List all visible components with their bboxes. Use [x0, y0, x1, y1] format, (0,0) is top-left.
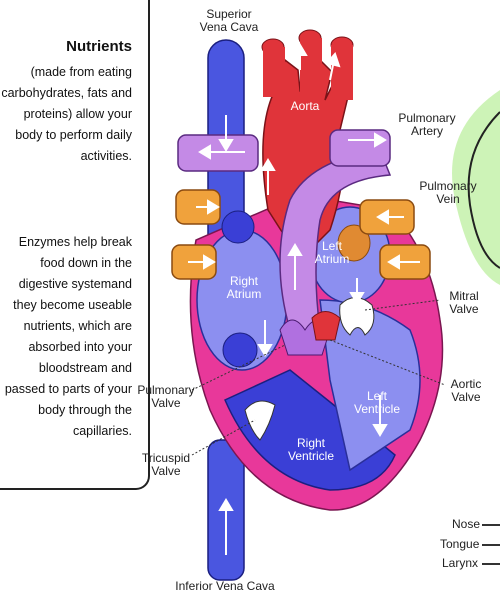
- label-aortic-valve: Aortic Valve: [444, 378, 488, 404]
- label-nose: Nose: [452, 518, 480, 531]
- label-left-atrium: Left Atrium: [312, 240, 352, 266]
- larynx-pointer: [482, 563, 500, 565]
- label-mitral-valve: Mitral Valve: [442, 290, 486, 316]
- label-tricuspid-valve: Tricuspid Valve: [138, 452, 194, 478]
- ivc-opening: [223, 333, 257, 367]
- aortic-valve-shape: [312, 312, 340, 341]
- label-right-atrium: Right Atrium: [222, 275, 266, 301]
- label-larynx: Larynx: [442, 557, 478, 570]
- aorta-branch: [300, 38, 322, 93]
- aorta-branch: [263, 47, 285, 97]
- label-right-ventricle: Right Ventricle: [283, 437, 339, 463]
- nose-pointer: [482, 524, 500, 526]
- label-pulmonary-vein: Pulmonary Vein: [418, 180, 478, 206]
- label-superior-vena-cava: Superior Vena Cava: [196, 8, 262, 34]
- svc-opening: [222, 211, 254, 243]
- pulmonary-artery-right-branch: [330, 130, 390, 166]
- label-tongue: Tongue: [440, 538, 479, 551]
- label-left-ventricle: Left Ventricle: [350, 390, 404, 416]
- label-aorta: Aorta: [285, 100, 325, 113]
- tongue-pointer: [482, 544, 500, 546]
- aorta-branch: [331, 45, 353, 100]
- label-pulmonary-artery: Pulmonary Artery: [397, 112, 457, 138]
- label-pulmonary-valve: Pulmonary Valve: [136, 384, 196, 410]
- label-inferior-vena-cava: Inferior Vena Cava: [170, 580, 280, 593]
